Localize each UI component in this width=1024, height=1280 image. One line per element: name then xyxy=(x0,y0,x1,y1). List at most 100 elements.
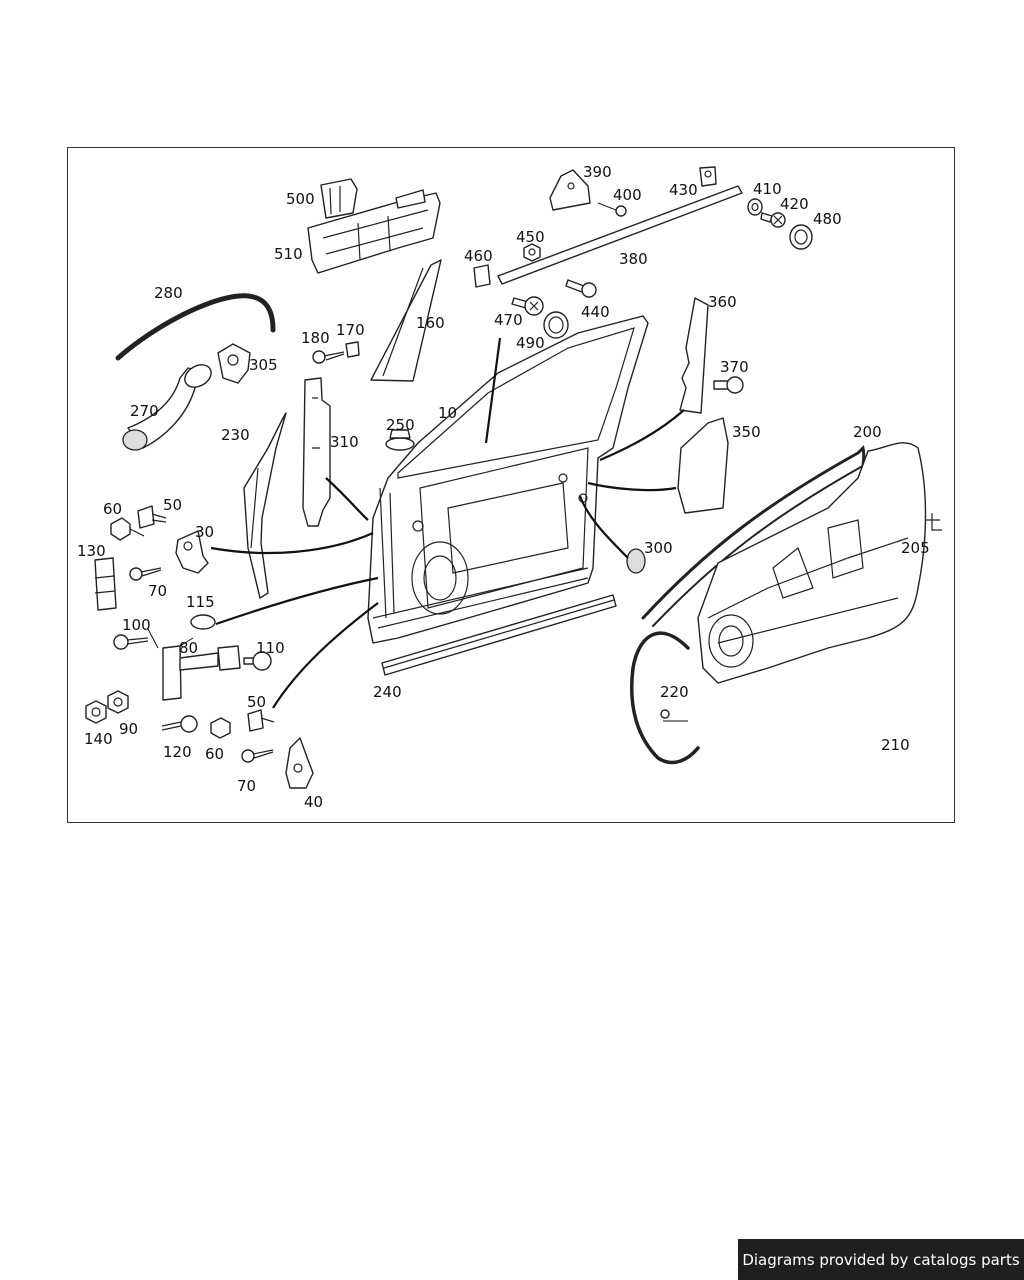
label-60-upper: 60 xyxy=(103,500,122,518)
part-280 xyxy=(115,293,276,361)
part-360 xyxy=(679,297,709,414)
part-390 xyxy=(549,169,591,211)
part-380 xyxy=(497,185,743,285)
label-60-lower: 60 xyxy=(205,745,224,763)
part-470 xyxy=(511,296,544,316)
part-250 xyxy=(385,429,415,451)
label-170: 170 xyxy=(336,321,365,339)
diagram-frame: 500 510 390 400 430 410 420 480 450 380 … xyxy=(67,147,955,823)
label-500: 500 xyxy=(286,190,315,208)
label-440: 440 xyxy=(581,303,610,321)
label-10: 10 xyxy=(438,404,457,422)
label-310: 310 xyxy=(330,433,359,451)
label-210: 210 xyxy=(881,736,910,754)
part-450 xyxy=(523,243,541,262)
part-220-edge-seal xyxy=(629,631,700,765)
label-400: 400 xyxy=(613,186,642,204)
label-115: 115 xyxy=(186,593,215,611)
label-90: 90 xyxy=(119,720,138,738)
part-410 xyxy=(747,198,763,216)
door-parts-diagram: 500 510 390 400 430 410 420 480 450 380 … xyxy=(77,163,942,811)
part-270 xyxy=(122,364,212,451)
label-490: 490 xyxy=(516,334,545,352)
label-205: 205 xyxy=(901,539,930,557)
part-70-upper xyxy=(129,567,162,581)
label-480: 480 xyxy=(813,210,842,228)
label-120: 120 xyxy=(163,743,192,761)
part-40-hinge-lower xyxy=(285,737,314,789)
part-130 xyxy=(94,557,117,611)
part-240 xyxy=(381,594,617,676)
label-80: 80 xyxy=(179,639,198,657)
label-250: 250 xyxy=(386,416,415,434)
part-420 xyxy=(760,212,786,228)
label-50-upper: 50 xyxy=(163,496,182,514)
label-110: 110 xyxy=(256,639,285,657)
callout-labels: 500 510 390 400 430 410 420 480 450 380 … xyxy=(77,163,930,811)
label-180: 180 xyxy=(301,329,330,347)
part-10-door-shell xyxy=(367,315,649,644)
part-60-upper xyxy=(110,517,145,541)
label-470: 470 xyxy=(494,311,523,329)
label-30: 30 xyxy=(195,523,214,541)
part-430 xyxy=(699,166,717,187)
part-180 xyxy=(312,350,345,364)
part-70-lower xyxy=(241,749,274,763)
part-170 xyxy=(345,341,360,358)
label-305: 305 xyxy=(249,356,278,374)
part-50-upper xyxy=(137,505,167,529)
part-110 xyxy=(243,651,272,671)
label-410: 410 xyxy=(753,180,782,198)
part-90 xyxy=(107,690,129,714)
arrows xyxy=(147,337,688,722)
label-200: 200 xyxy=(853,423,882,441)
part-160 xyxy=(370,259,442,382)
label-390: 390 xyxy=(583,163,612,181)
part-100 xyxy=(113,634,149,650)
part-370 xyxy=(713,376,744,394)
part-350 xyxy=(677,417,729,514)
label-270: 270 xyxy=(130,402,159,420)
part-490 xyxy=(543,311,569,339)
label-160: 160 xyxy=(416,314,445,332)
label-50-lower: 50 xyxy=(247,693,266,711)
part-300 xyxy=(626,548,646,574)
part-120 xyxy=(161,715,198,733)
part-510 xyxy=(307,189,441,274)
label-450: 450 xyxy=(516,228,545,246)
label-70-lower: 70 xyxy=(237,777,256,795)
part-50-lower xyxy=(247,709,275,732)
label-300: 300 xyxy=(644,539,673,557)
part-30-hinge-upper xyxy=(175,530,209,574)
part-400 xyxy=(597,202,627,217)
part-310 xyxy=(302,377,331,527)
label-460: 460 xyxy=(464,247,493,265)
label-510: 510 xyxy=(274,245,303,263)
part-480 xyxy=(789,224,813,250)
part-80-check-strap xyxy=(162,645,241,701)
part-115 xyxy=(190,614,216,630)
label-70-upper: 70 xyxy=(148,582,167,600)
footer-credit: Diagrams provided by catalogs parts xyxy=(738,1239,1024,1280)
label-380: 380 xyxy=(619,250,648,268)
footer-text: Diagrams provided by catalogs parts xyxy=(742,1250,1020,1269)
part-60-lower xyxy=(210,717,231,739)
part-440 xyxy=(565,279,597,298)
part-460 xyxy=(473,264,491,288)
label-360: 360 xyxy=(708,293,737,311)
label-100: 100 xyxy=(122,616,151,634)
label-280: 280 xyxy=(154,284,183,302)
part-210-trim-panel xyxy=(697,442,927,684)
label-370: 370 xyxy=(720,358,749,376)
label-350: 350 xyxy=(732,423,761,441)
label-40: 40 xyxy=(304,793,323,811)
part-230 xyxy=(243,412,287,599)
part-305 xyxy=(217,343,251,384)
label-240: 240 xyxy=(373,683,402,701)
label-420: 420 xyxy=(780,195,809,213)
label-220: 220 xyxy=(660,683,689,701)
part-140 xyxy=(85,700,107,724)
label-430: 430 xyxy=(669,181,698,199)
label-140: 140 xyxy=(84,730,113,748)
part-500 xyxy=(320,178,358,219)
